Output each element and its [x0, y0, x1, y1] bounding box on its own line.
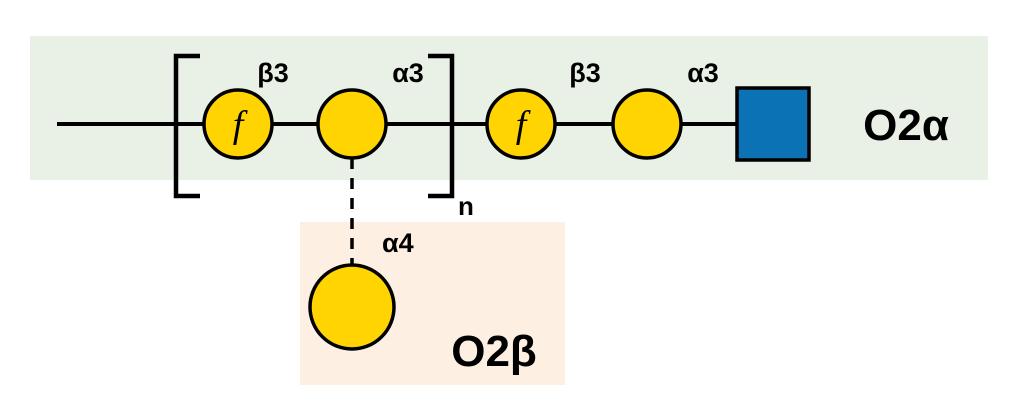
chain-alpha-title: O2α [863, 101, 949, 150]
residue-circle-main-2 [611, 88, 683, 160]
repeat-bracket-right [428, 53, 455, 199]
residue-circle-f-repeat [202, 88, 274, 160]
residue-circle-f-main [485, 88, 557, 160]
chain-beta-title: O2β [451, 327, 537, 376]
residue-circle-branch [308, 263, 396, 351]
linkage-label-a3-main: α3 [687, 58, 719, 88]
linkage-label-b3-main: β3 [569, 58, 601, 88]
residue-square-blue [735, 86, 811, 162]
repeat-subscript-n: n [458, 191, 474, 221]
repeat-bracket-left [173, 53, 200, 199]
linkage-label-a3-repeat: α3 [392, 58, 424, 88]
linkage-label-a4-branch: α4 [382, 228, 414, 258]
residue-circle-repeat-2 [316, 88, 388, 160]
linkage-label-b3-repeat: β3 [257, 58, 289, 88]
